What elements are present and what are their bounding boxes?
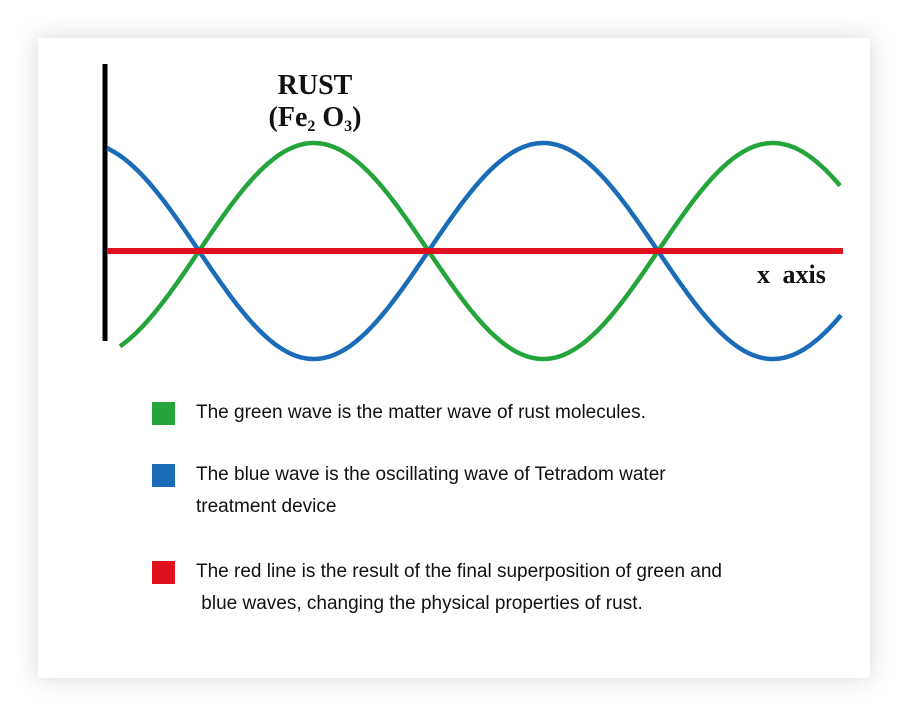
formula-subscript: 3 <box>344 118 353 135</box>
blue-wave <box>106 140 843 362</box>
red-swatch <box>152 561 175 584</box>
title-text: RUST <box>277 70 353 101</box>
green-wave <box>118 140 842 362</box>
blue-swatch <box>152 464 175 487</box>
legend-text: The red line is the result of the final … <box>196 561 722 582</box>
rust-title: RUST (Fe2 O3) <box>250 70 380 143</box>
formula-part: ) <box>352 102 362 133</box>
formula-subscript: 2 <box>307 118 316 135</box>
x-axis-label: x axis <box>757 260 826 289</box>
formula-part: O <box>315 102 345 133</box>
formula: (Fe2 O3) <box>250 102 380 143</box>
diagram-card <box>38 38 870 678</box>
legend-text: The green wave is the matter wave of rus… <box>196 402 646 423</box>
legend-text: treatment device <box>196 496 337 517</box>
formula-part: (Fe <box>268 102 308 133</box>
legend-text: blue waves, changing the physical proper… <box>196 593 643 614</box>
green-swatch <box>152 402 175 425</box>
legend-text: The blue wave is the oscillating wave of… <box>196 464 666 485</box>
